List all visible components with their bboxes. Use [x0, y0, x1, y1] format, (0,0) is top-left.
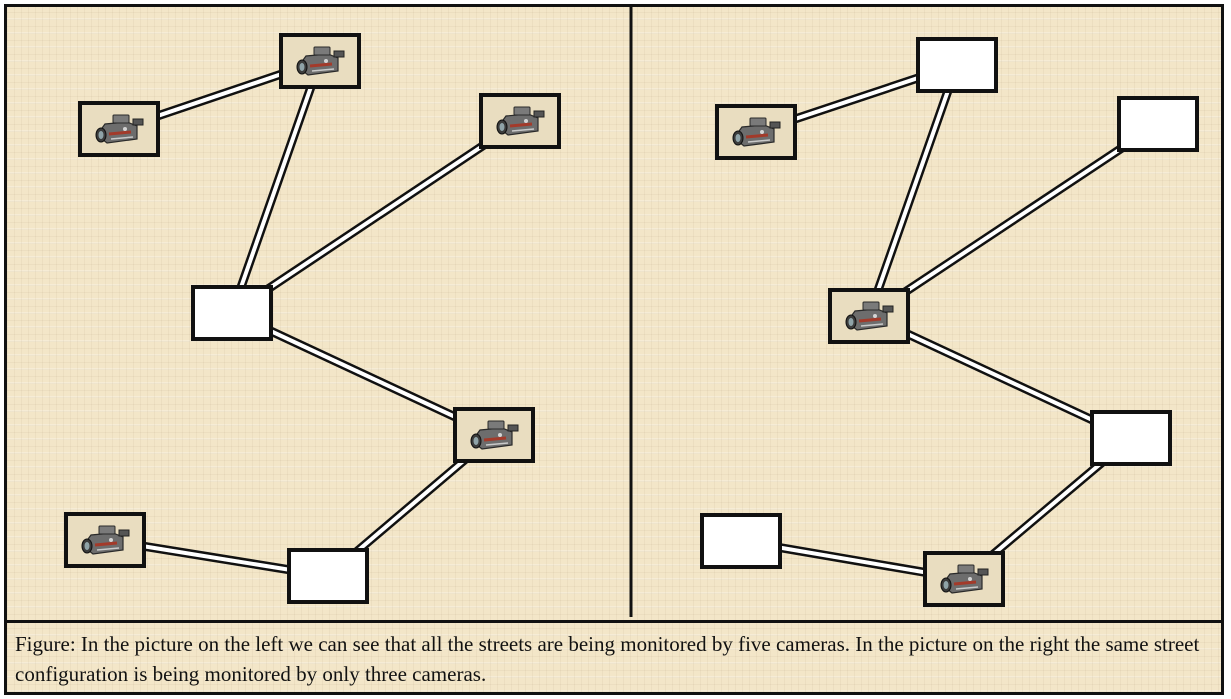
street-diagram [64, 7, 1199, 617]
intersection-left-g-empty [287, 548, 369, 604]
intersection-right-d-with-camera [828, 288, 910, 344]
intersection-left-a-with-camera [78, 101, 160, 157]
street-left-c-d [229, 117, 523, 317]
figure-caption: Figure: In the picture on the left we ca… [7, 620, 1221, 692]
intersection-left-f-with-camera [64, 512, 146, 568]
street-right-d-e [867, 311, 1133, 443]
intersection-left-d-empty [191, 285, 273, 341]
street-right-b-d [864, 63, 962, 318]
intersection-right-g-with-camera [923, 551, 1005, 607]
intersection-left-e-with-camera [453, 407, 535, 463]
intersection-right-f-empty [700, 513, 782, 569]
intersection-left-b-with-camera [279, 33, 361, 89]
intersection-left-c-with-camera [479, 93, 561, 149]
intersection-right-e-empty [1090, 410, 1172, 466]
intersection-right-b-empty [916, 37, 998, 93]
street-left-b-d [227, 59, 325, 315]
street-right-c-d [866, 120, 1161, 320]
intersection-right-a-with-camera [715, 104, 797, 160]
figure: Figure: In the picture on the left we ca… [4, 4, 1224, 695]
intersections-layer [64, 33, 1199, 607]
street-left-d-e [230, 308, 496, 440]
intersection-right-c-empty [1117, 96, 1199, 152]
